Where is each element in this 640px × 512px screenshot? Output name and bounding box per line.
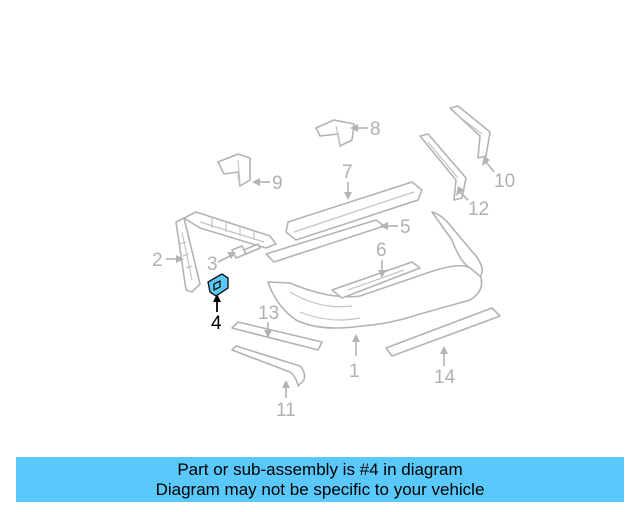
part-3-screw <box>231 243 261 259</box>
callout-label-8: 8 <box>370 119 381 140</box>
banner-line-2: Diagram may not be specific to your vehi… <box>155 479 485 499</box>
callout-9: 9 <box>252 173 283 194</box>
callout-11: 11 <box>276 380 296 421</box>
info-banner: Part or sub-assembly is #4 in diagram Di… <box>16 457 624 502</box>
callout-7: 7 <box>342 162 353 200</box>
callout-label-3: 3 <box>207 254 218 275</box>
callout-6: 6 <box>376 240 387 278</box>
callout-label-14: 14 <box>434 367 456 388</box>
callout-8: 8 <box>350 119 381 140</box>
callout-10: 10 <box>482 156 515 192</box>
parts-diagram: 1 2 3 4 5 6 7 8 9 <box>152 105 515 421</box>
callout-label-12: 12 <box>468 199 489 220</box>
part-9-bracket <box>217 153 251 187</box>
callout-label-6: 6 <box>376 240 387 261</box>
callout-label-11: 11 <box>276 400 296 421</box>
callout-3: 3 <box>207 252 236 275</box>
part-upper-bracket <box>183 211 277 249</box>
callout-label-5: 5 <box>400 217 411 238</box>
part-13-molding <box>231 321 323 351</box>
part-1-bumper-cover <box>267 211 484 329</box>
callout-2: 2 <box>152 250 184 271</box>
callout-13: 13 <box>258 303 279 338</box>
callout-label-13: 13 <box>258 303 279 324</box>
callout-label-4: 4 <box>211 313 222 334</box>
part-6-step-pad <box>331 261 421 299</box>
banner-line-1: Part or sub-assembly is #4 in diagram <box>177 459 463 479</box>
callout-label-7: 7 <box>342 162 353 183</box>
callout-label-2: 2 <box>152 250 163 271</box>
part-10-side-bracket <box>449 105 491 159</box>
callout-4: 4 <box>211 294 222 334</box>
callout-label-1: 1 <box>349 361 360 382</box>
callout-label-9: 9 <box>272 173 283 194</box>
part-14-lower-trim <box>385 307 501 357</box>
callout-5: 5 <box>380 217 411 238</box>
callout-14: 14 <box>434 346 456 388</box>
callout-1: 1 <box>349 334 360 382</box>
part-7-impact-bar <box>285 181 423 241</box>
part-8-bracket <box>315 119 355 147</box>
callout-label-10: 10 <box>494 171 515 192</box>
callout-12: 12 <box>456 186 489 220</box>
part-4-clip <box>207 273 229 297</box>
part-2-side-bracket <box>175 217 201 293</box>
part-11-lower-molding <box>231 345 306 387</box>
